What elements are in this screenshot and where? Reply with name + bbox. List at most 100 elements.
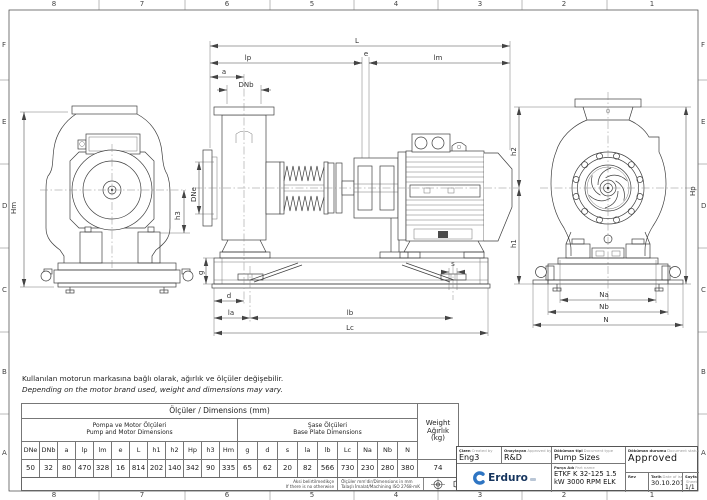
grid-col-5: 5 bbox=[309, 491, 315, 499]
approved-by-value: R&D bbox=[504, 453, 522, 462]
pump-front-view: Hm h3 bbox=[10, 105, 194, 294]
created-by-cell: ÇizenCreated by Eng3 bbox=[457, 447, 502, 464]
grid-row-B: B bbox=[701, 368, 706, 376]
grid-col-1: 1 bbox=[649, 491, 655, 499]
grid-col-2: 2 bbox=[561, 0, 567, 8]
weight-value: 74 bbox=[417, 459, 459, 479]
impeller-vanes bbox=[588, 167, 628, 209]
dim-label-h1: h1 bbox=[510, 239, 518, 248]
grid-row-F: F bbox=[701, 41, 706, 49]
grid-row-F: F bbox=[2, 41, 7, 49]
document-status-cell: Döküman durumuDocument status Approved bbox=[626, 447, 699, 473]
col-header-Lc: Lc bbox=[337, 441, 358, 460]
grid-col-2: 2 bbox=[561, 491, 567, 499]
value-Hm: 335 bbox=[219, 459, 238, 479]
grid-col-4: 4 bbox=[393, 0, 399, 8]
value-L: 814 bbox=[129, 459, 148, 479]
col-header-L: L bbox=[129, 441, 148, 460]
grid-col-8: 8 bbox=[51, 0, 57, 8]
col-header-Nb: Nb bbox=[377, 441, 398, 460]
grid-col-3: 3 bbox=[477, 491, 483, 499]
dim-label-Na: Na bbox=[599, 291, 609, 299]
grid-col-6: 6 bbox=[224, 491, 230, 499]
grid-col-7: 7 bbox=[139, 0, 145, 8]
col-header-Hm: Hm bbox=[219, 441, 238, 460]
grid-col-7: 7 bbox=[139, 491, 145, 499]
dim-label-lp: lp bbox=[245, 54, 252, 62]
value-Hp: 342 bbox=[183, 459, 202, 479]
projection-circle-icon bbox=[431, 478, 445, 490]
grid-row-C: C bbox=[2, 286, 7, 294]
dim-label-e: e bbox=[364, 50, 368, 58]
grid-col-8: 8 bbox=[51, 491, 57, 499]
grid-col-1: 1 bbox=[649, 0, 655, 8]
value-DNe: 50 bbox=[21, 459, 40, 479]
motor-note: Kullanılan motorun markasına bağlı olara… bbox=[22, 374, 283, 395]
value-Nb: 280 bbox=[377, 459, 398, 479]
value-lp: 470 bbox=[75, 459, 94, 479]
grid-col-4: 4 bbox=[393, 491, 399, 499]
dim-label-DNe: DNe bbox=[190, 187, 198, 202]
value-a: 80 bbox=[57, 459, 76, 479]
dim-label-g: g bbox=[197, 271, 205, 275]
logo-cell: Erduro bbox=[457, 464, 552, 492]
col-header-N: N bbox=[397, 441, 418, 460]
dim-label-h2: h2 bbox=[510, 147, 518, 156]
value-DNb: 32 bbox=[39, 459, 58, 479]
grid-row-D: D bbox=[701, 202, 707, 210]
value-lm: 328 bbox=[93, 459, 112, 479]
col-header-h1: h1 bbox=[147, 441, 166, 460]
document-status-value: Approved bbox=[628, 453, 678, 464]
part-name-cell: Parça AdıPart name ETKF K 32-125 1.5 kW … bbox=[552, 464, 626, 492]
dim-label-Lc: Lc bbox=[346, 324, 354, 332]
value-e: 16 bbox=[111, 459, 130, 479]
col-header-h3: h3 bbox=[201, 441, 220, 460]
value-Na: 230 bbox=[357, 459, 378, 479]
pump-suction-view: h2 h1 Hp Na Nb N bbox=[510, 92, 697, 328]
erduro-logo-text: Erduro bbox=[488, 472, 528, 484]
value-d: 62 bbox=[257, 459, 278, 479]
dim-label-d: d bbox=[227, 292, 231, 300]
created-by-value: Eng3 bbox=[459, 453, 480, 462]
col-header-lm: lm bbox=[93, 441, 112, 460]
grid-row-E: E bbox=[2, 118, 7, 126]
part-name-line1: ETKF K 32-125 1.5 bbox=[554, 470, 617, 478]
col-header-s: s bbox=[277, 441, 298, 460]
dim-label-lb: lb bbox=[347, 309, 354, 317]
motor-note-en: Depending on the motor brand used, weigh… bbox=[22, 384, 283, 394]
grid-row-B: B bbox=[2, 368, 7, 376]
col-header-Hp: Hp bbox=[183, 441, 202, 460]
col-header-e: e bbox=[111, 441, 130, 460]
col-header-DNe: DNe bbox=[21, 441, 40, 460]
grid-row-C: C bbox=[701, 286, 706, 294]
dim-label-la: la bbox=[228, 309, 234, 317]
erduro-logo: Erduro bbox=[459, 465, 549, 491]
title-block: ÇizenCreated by Eng3 OnaylayanApproved b… bbox=[456, 446, 699, 492]
grid-row-D: D bbox=[2, 202, 8, 210]
value-s: 20 bbox=[277, 459, 298, 479]
document-type-cell: Döküman tipiDocument type Pump Sizes bbox=[552, 447, 626, 464]
pump-side-view: L lp e lm a DNb DNe g d la lb Lc bbox=[190, 37, 518, 336]
dim-label-Hm: Hm bbox=[10, 202, 18, 214]
dim-label-N: N bbox=[603, 316, 608, 324]
grid-col-6: 6 bbox=[224, 0, 230, 8]
sheet-value: 1/1 bbox=[685, 484, 695, 491]
col-header-la: la bbox=[297, 441, 318, 460]
grid-row-A: A bbox=[2, 449, 7, 457]
dim-label-lm: lm bbox=[434, 54, 443, 62]
grid-row-A: A bbox=[701, 449, 706, 457]
value-lb: 566 bbox=[317, 459, 338, 479]
grid-col-3: 3 bbox=[477, 0, 483, 8]
part-name-line2: kW 3000 RPM ELK bbox=[554, 478, 616, 487]
grid-col-5: 5 bbox=[309, 0, 315, 8]
value-la: 82 bbox=[297, 459, 318, 479]
